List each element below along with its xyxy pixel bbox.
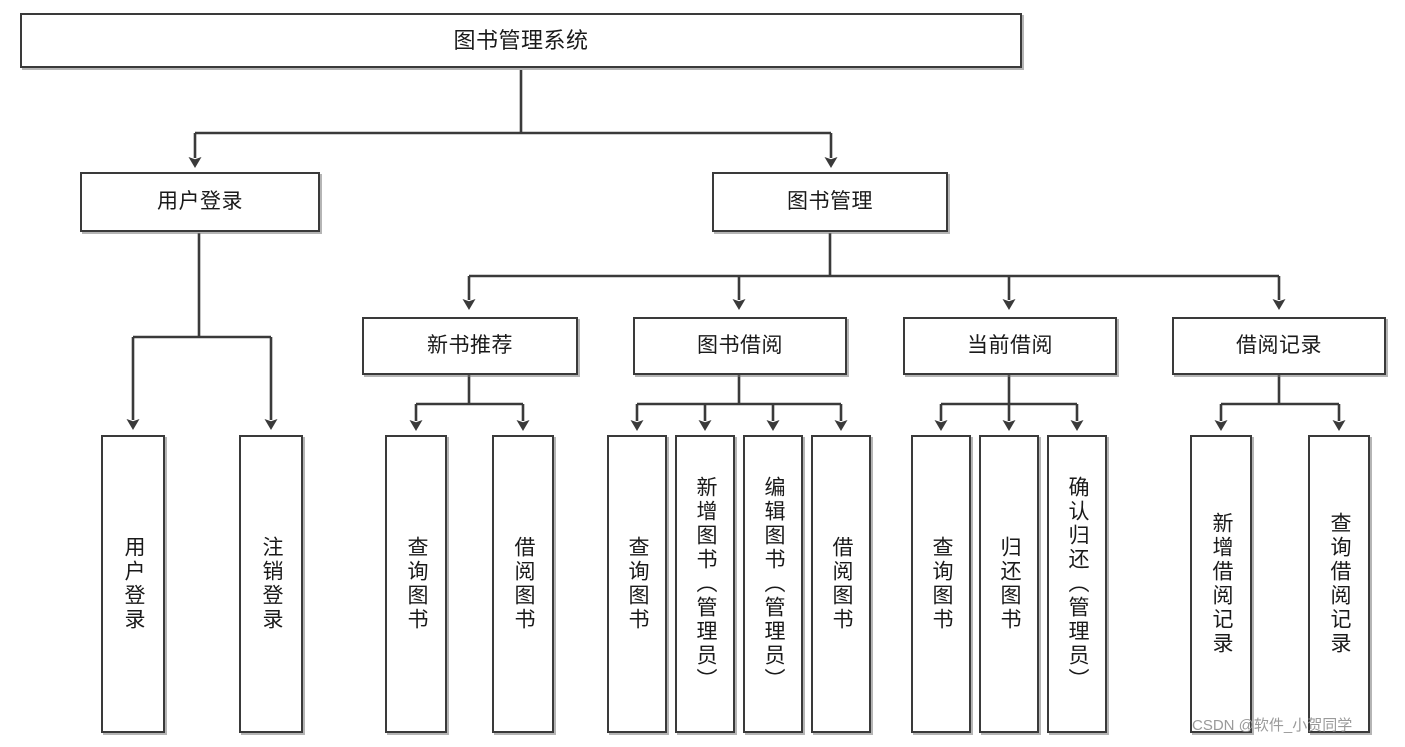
- node-label: 借阅图书: [830, 536, 854, 632]
- node-leaf-add-borrow-record[interactable]: 新增借阅记录: [1190, 435, 1252, 733]
- node-label: 图书管理: [787, 189, 873, 213]
- node-label: 确认归还（管理员）: [1066, 476, 1090, 692]
- node-label: 新增图书（管理员）: [694, 476, 718, 692]
- node-label: 查询图书: [405, 536, 429, 632]
- node-book-borrowing[interactable]: 图书借阅: [633, 317, 847, 375]
- node-leaf-query-book-borrow[interactable]: 查询图书: [607, 435, 667, 733]
- node-label: 编辑图书（管理员）: [762, 476, 786, 692]
- node-leaf-borrow-book-new-rec[interactable]: 借阅图书: [492, 435, 554, 733]
- node-label: 用户登录: [122, 536, 146, 632]
- node-current-borrowing[interactable]: 当前借阅: [903, 317, 1117, 375]
- node-leaf-borrow-book-borrow[interactable]: 借阅图书: [811, 435, 871, 733]
- node-leaf-edit-book-admin[interactable]: 编辑图书（管理员）: [743, 435, 803, 733]
- node-leaf-return-book[interactable]: 归还图书: [979, 435, 1039, 733]
- node-leaf-add-book-admin[interactable]: 新增图书（管理员）: [675, 435, 735, 733]
- node-leaf-user-login[interactable]: 用户登录: [101, 435, 165, 733]
- node-root-book-management-system[interactable]: 图书管理系统: [20, 13, 1022, 68]
- node-label: 归还图书: [998, 536, 1022, 632]
- node-leaf-logout[interactable]: 注销登录: [239, 435, 303, 733]
- node-label: 借阅图书: [512, 536, 536, 632]
- node-label: 新书推荐: [427, 333, 513, 357]
- node-label: 查询借阅记录: [1328, 512, 1352, 656]
- node-book-management[interactable]: 图书管理: [712, 172, 948, 232]
- node-new-book-recommendation[interactable]: 新书推荐: [362, 317, 578, 375]
- node-label: 用户登录: [157, 189, 243, 213]
- node-label: 新增借阅记录: [1210, 512, 1234, 656]
- node-label: 查询图书: [930, 536, 954, 632]
- node-user-login[interactable]: 用户登录: [80, 172, 320, 232]
- node-leaf-query-borrow-record[interactable]: 查询借阅记录: [1308, 435, 1370, 733]
- node-leaf-query-book-new-rec[interactable]: 查询图书: [385, 435, 447, 733]
- node-label: 图书借阅: [697, 333, 783, 357]
- node-label: 借阅记录: [1236, 333, 1322, 357]
- node-label: 注销登录: [260, 536, 284, 632]
- node-leaf-confirm-return-admin[interactable]: 确认归还（管理员）: [1047, 435, 1107, 733]
- node-borrowing-record[interactable]: 借阅记录: [1172, 317, 1386, 375]
- node-label: 图书管理系统: [453, 27, 589, 53]
- csdn-watermark: CSDN @软件_小贺同学: [1192, 717, 1353, 734]
- node-leaf-query-book-current[interactable]: 查询图书: [911, 435, 971, 733]
- node-label: 查询图书: [626, 536, 650, 632]
- node-label: 当前借阅: [967, 333, 1053, 357]
